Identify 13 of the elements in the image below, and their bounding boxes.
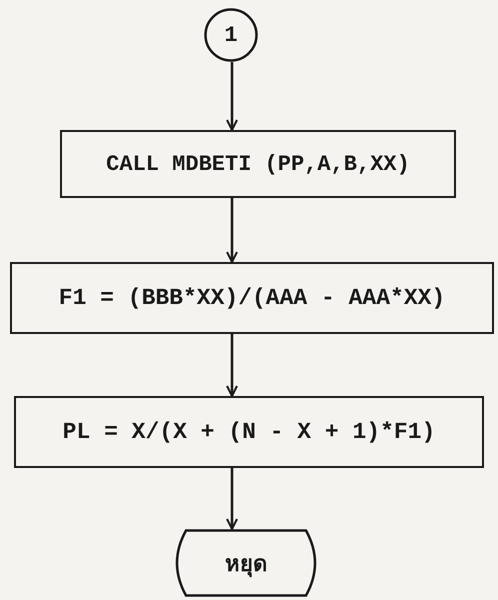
process-box (60, 130, 456, 198)
step-text: PL = X/(X + (N - X + 1)*F1) (62, 419, 436, 445)
step-text: F1 = (BBB*XX)/(AAA - AAA*XX) (58, 285, 446, 311)
process-box (10, 262, 494, 334)
arrow (226, 468, 238, 530)
arrow (226, 62, 238, 131)
step-text: CALL MDBETI (PP,A,B,XX) (106, 152, 410, 176)
arrow (226, 198, 238, 263)
process-box (14, 396, 484, 468)
step-text: หยุด (225, 552, 267, 580)
connector-number: 1 (224, 22, 238, 48)
arrow (226, 334, 238, 397)
connector-circle (204, 8, 258, 62)
